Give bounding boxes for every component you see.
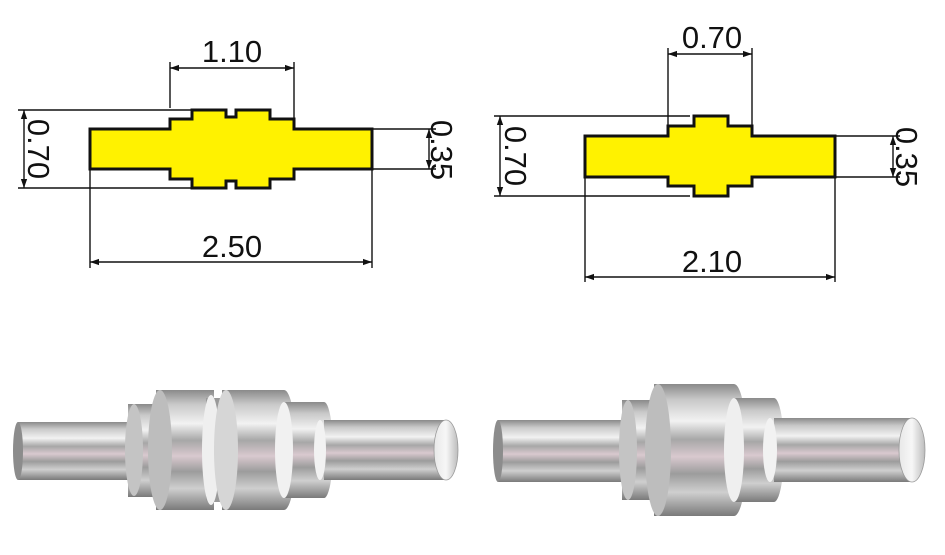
right-render-shaft-end: [493, 420, 503, 482]
right-pin-profile: [583, 114, 837, 198]
left-render-shaft-cap: [433, 419, 459, 481]
left-right-dim-label: 0.35: [424, 120, 459, 180]
left-left-dim-label: 0.70: [21, 119, 56, 179]
right-render-shaft-right-face: [763, 418, 777, 482]
left-render-step-1-face: [125, 404, 143, 496]
left-render-shaft-left: [18, 422, 146, 480]
left-render-shaft-end: [13, 422, 23, 480]
left-top-dim-label: 1.10: [202, 34, 262, 69]
right-render-step-2-face: [724, 398, 744, 502]
right-left-dim-label: 0.70: [498, 126, 533, 186]
left-render-collar-2-face: [214, 390, 238, 510]
right-top-dim-label: 0.70: [682, 20, 742, 55]
left-bottom-dim-label: 2.50: [202, 229, 262, 264]
left-render-shaft-right-face: [314, 420, 326, 480]
right-right-dim-label: 0.35: [889, 127, 924, 187]
left-profile-drawing: 1.10 2.50 0.70 0.35: [18, 34, 459, 268]
left-pin-profile: [88, 108, 374, 190]
right-render-collar-face: [645, 384, 671, 516]
right-render-shaft-right: [774, 418, 912, 482]
right-render-shaft-left: [498, 420, 628, 482]
right-render-step-1-face: [619, 400, 637, 500]
right-bottom-dim-label: 2.10: [682, 244, 742, 279]
left-render-step-2-face: [275, 402, 293, 498]
pin-3d-render-left: [13, 390, 459, 510]
right-render-shaft-cap: [898, 417, 926, 483]
right-profile-drawing: 0.70 2.10 0.70 0.35: [494, 20, 924, 282]
pin-3d-render-right: [493, 384, 926, 516]
left-render-collar-1-face: [148, 390, 172, 510]
left-render-shaft-right: [324, 420, 446, 480]
